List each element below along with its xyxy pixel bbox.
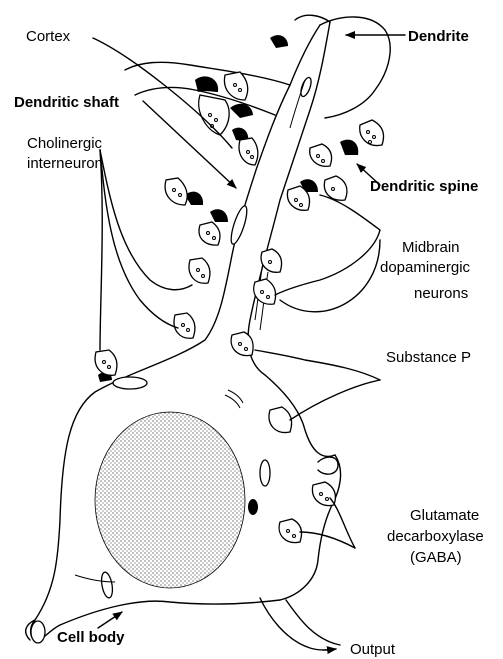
label-cortex: Cortex: [26, 28, 71, 45]
nucleus: [95, 412, 245, 588]
label-glutamate-1: Glutamate: [410, 507, 479, 524]
label-cholinergic-2: interneuron: [27, 155, 103, 172]
label-midbrain-2: dopaminergic: [380, 259, 471, 276]
label-midbrain-1: Midbrain: [402, 239, 460, 256]
label-glutamate-3: (GABA): [410, 549, 462, 566]
label-dendritic-shaft: Dendritic shaft: [14, 94, 119, 111]
label-dendrite: Dendrite: [408, 28, 469, 45]
label-dendritic-spine: Dendritic spine: [370, 178, 478, 195]
label-cell-body: Cell body: [57, 629, 125, 646]
label-midbrain-3: neurons: [414, 285, 468, 302]
label-output: Output: [350, 641, 396, 658]
label-substance-p: Substance P: [386, 349, 471, 366]
label-glutamate-2: decarboxylase: [387, 528, 484, 545]
label-cholinergic-1: Cholinergic: [27, 135, 103, 152]
